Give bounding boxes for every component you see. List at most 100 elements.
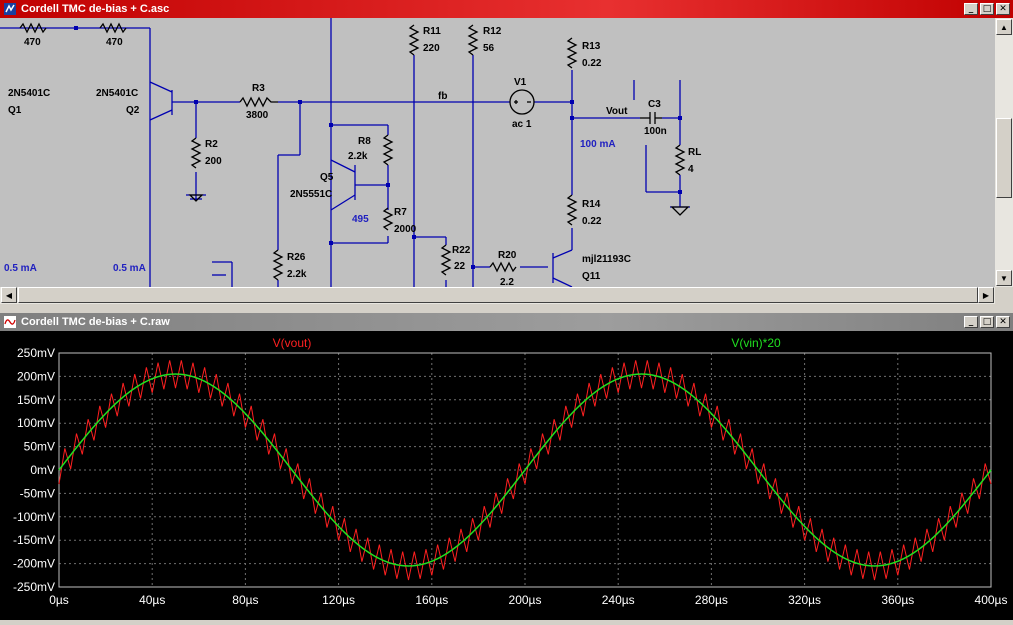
label-q11-model: mjl21193C xyxy=(582,254,631,265)
waveform-app-icon[interactable] xyxy=(3,315,17,329)
label-r7-annotation: 495 xyxy=(352,214,369,225)
label-rl-value: 4 xyxy=(688,164,694,175)
schematic-resistors xyxy=(19,22,690,281)
waveform-plot[interactable]: 250mV200mV150mV100mV50mV0mV-50mV-100mV-1… xyxy=(0,331,1013,620)
y-tick-label: 150mV xyxy=(17,393,55,407)
label-r-top-left-2: 470 xyxy=(106,37,123,48)
label-r13-name: R13 xyxy=(582,41,601,52)
arrow-down-icon: ▼ xyxy=(1000,273,1008,283)
label-rl-name: RL xyxy=(688,147,701,158)
y-tick-label: -150mV xyxy=(13,533,55,547)
schematic-window-title: Cordell TMC de-bias + C.asc xyxy=(21,3,170,15)
series-vout-trace xyxy=(58,360,992,581)
label-r-top-left-1: 470 xyxy=(24,37,41,48)
label-r13-value: 0.22 xyxy=(582,58,602,69)
schematic-wires xyxy=(0,18,690,287)
x-tick-label: 280µs xyxy=(695,593,728,607)
y-tick-label: 50mV xyxy=(24,440,55,454)
legend-vin[interactable]: V(vin)*20 xyxy=(731,336,781,350)
series-vin-trace xyxy=(58,373,992,567)
x-tick-label: 320µs xyxy=(788,593,821,607)
label-q5-name: Q5 xyxy=(320,172,334,183)
horizontal-scroll-thumb[interactable] xyxy=(18,287,978,303)
legend-vout[interactable]: V(vout) xyxy=(273,336,312,350)
plot-close-button[interactable]: ✕ xyxy=(996,316,1010,328)
y-tick-label: -200mV xyxy=(13,557,55,571)
label-r20-value: 2.2 xyxy=(500,277,514,287)
label-current-05ma-2: 0.5 mA xyxy=(113,263,146,274)
x-tick-label: 400µs xyxy=(975,593,1008,607)
label-q2-model: 2N5401C xyxy=(96,88,138,99)
x-tick-label: 360µs xyxy=(881,593,914,607)
schematic-minimize-button[interactable]: _ xyxy=(964,3,978,15)
label-r11-value: 220 xyxy=(423,43,440,54)
y-tick-label: 250mV xyxy=(17,346,55,360)
y-tick-label: -100mV xyxy=(13,510,55,524)
label-r14-value: 0.22 xyxy=(582,216,602,227)
y-tick-label: -50mV xyxy=(20,486,55,500)
schematic-canvas[interactable]: 470 470 2N5401C Q1 2N5401C Q2 R3 3800 R2… xyxy=(0,18,995,287)
x-tick-label: 160µs xyxy=(415,593,448,607)
label-r7-value: 2000 xyxy=(394,224,417,235)
x-tick-label: 200µs xyxy=(509,593,542,607)
x-tick-label: 240µs xyxy=(602,593,635,607)
label-q1-model: 2N5401C xyxy=(8,88,50,99)
label-r8-value: 2.2k xyxy=(348,151,368,162)
plot-titlebar[interactable]: Cordell TMC de-bias + C.raw _ □ ✕ xyxy=(0,313,1013,331)
plot-window: Cordell TMC de-bias + C.raw _ □ ✕ xyxy=(0,313,1013,620)
label-q5-model: 2N5551C xyxy=(290,189,332,200)
arrow-right-icon: ▶ xyxy=(982,290,990,300)
label-r20-name: R20 xyxy=(498,250,517,261)
schematic-vertical-scrollbar[interactable]: ▲ ▼ xyxy=(995,18,1013,287)
label-q1-name: Q1 xyxy=(8,105,22,116)
x-tick-label: 120µs xyxy=(322,593,355,607)
schematic-app-icon[interactable] xyxy=(3,2,17,16)
label-r26-name: R26 xyxy=(287,252,306,263)
plot-maximize-button[interactable]: □ xyxy=(980,316,994,328)
scroll-right-button[interactable]: ▶ xyxy=(978,287,994,303)
y-tick-label: -250mV xyxy=(13,580,55,594)
label-c3-name: C3 xyxy=(648,99,661,110)
plot-minimize-button[interactable]: _ xyxy=(964,316,978,328)
schematic-drawing[interactable]: 470 470 2N5401C Q1 2N5401C Q2 R3 3800 R2… xyxy=(0,18,995,287)
label-r8-name: R8 xyxy=(358,136,371,147)
y-axis-ticks: 250mV200mV150mV100mV50mV0mV-50mV-100mV-1… xyxy=(13,346,55,594)
schematic-horizontal-scrollbar[interactable]: ◀ ▶ xyxy=(0,287,995,304)
x-tick-label: 0µs xyxy=(49,593,69,607)
label-r2-name: R2 xyxy=(205,139,218,150)
label-r2-value: 200 xyxy=(205,156,222,167)
vertical-scroll-thumb[interactable] xyxy=(996,118,1012,198)
y-tick-label: 100mV xyxy=(17,416,55,430)
scroll-left-button[interactable]: ◀ xyxy=(1,287,17,303)
label-r12-value: 56 xyxy=(483,43,495,54)
schematic-window: Cordell TMC de-bias + C.asc _ □ ✕ xyxy=(0,0,1013,306)
label-r3-value: 3800 xyxy=(246,110,269,121)
x-tick-label: 80µs xyxy=(232,593,258,607)
label-q2-name: Q2 xyxy=(126,105,140,116)
label-r14-name: R14 xyxy=(582,199,601,210)
scrollbar-corner xyxy=(995,287,1013,304)
plot-window-title: Cordell TMC de-bias + C.raw xyxy=(21,316,170,328)
arrow-up-icon: ▲ xyxy=(1000,22,1008,32)
schematic-titlebar[interactable]: Cordell TMC de-bias + C.asc _ □ ✕ xyxy=(0,0,1013,18)
schematic-maximize-button[interactable]: □ xyxy=(980,3,994,15)
label-current-100ma: 100 mA xyxy=(580,139,616,150)
label-r3-name: R3 xyxy=(252,83,265,94)
arrow-left-icon: ◀ xyxy=(5,290,13,300)
label-v1-value: ac 1 xyxy=(512,119,532,130)
label-r12-name: R12 xyxy=(483,26,502,37)
label-fb: fb xyxy=(438,91,447,102)
scroll-up-button[interactable]: ▲ xyxy=(996,19,1012,35)
y-tick-label: 0mV xyxy=(30,463,55,477)
label-r22-name: R22 xyxy=(452,245,471,256)
scroll-down-button[interactable]: ▼ xyxy=(996,270,1012,286)
label-r11-name: R11 xyxy=(423,26,441,37)
label-vout: Vout xyxy=(606,106,628,117)
schematic-close-button[interactable]: ✕ xyxy=(996,3,1010,15)
label-r22-value: 22 xyxy=(454,261,466,272)
label-r26-value: 2.2k xyxy=(287,269,307,280)
schematic-junctions xyxy=(74,26,682,269)
label-v1-name: V1 xyxy=(514,77,527,88)
